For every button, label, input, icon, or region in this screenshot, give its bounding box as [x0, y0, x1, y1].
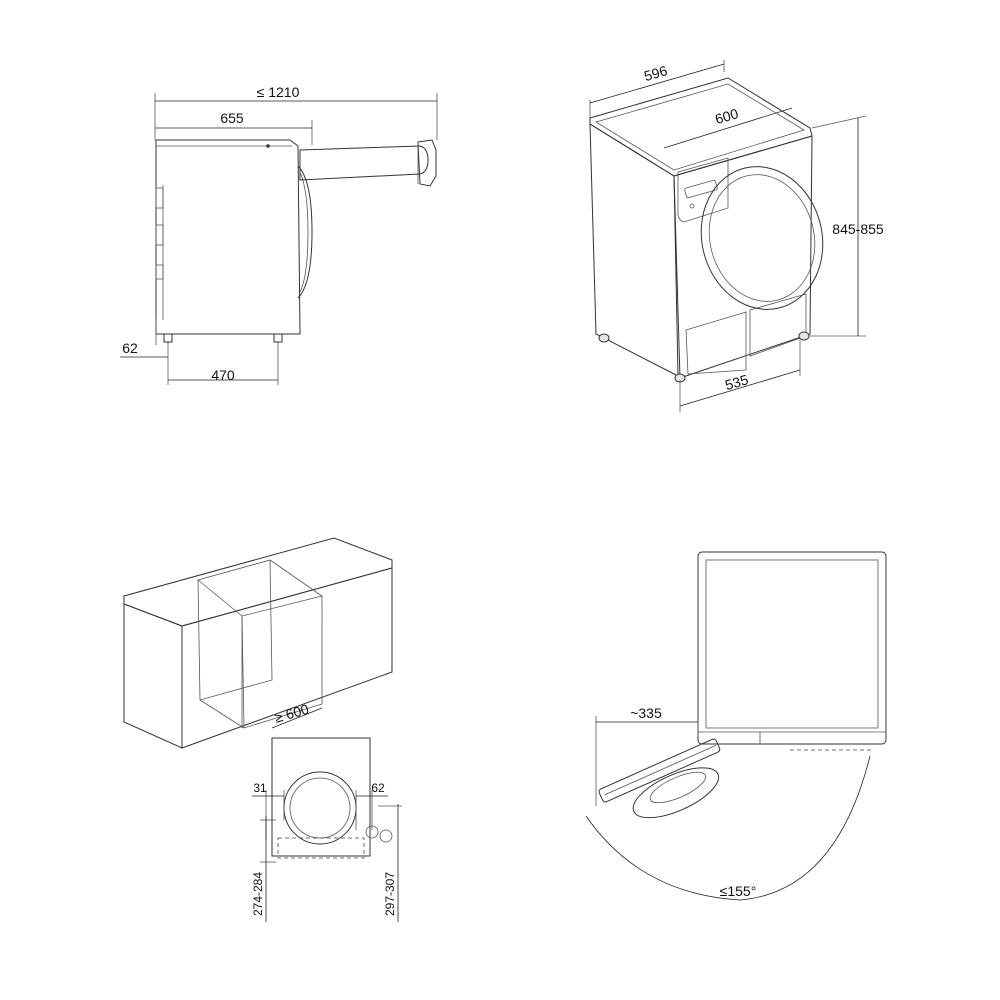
side-view: ≤ 1210 655 62 470 — [120, 84, 438, 385]
height-label: 845-855 — [832, 221, 884, 237]
door-profile — [297, 165, 313, 299]
open-door-plan — [598, 738, 721, 819]
socket-symbol — [379, 829, 393, 843]
front-porthole — [283, 771, 357, 845]
door-handle — [417, 139, 437, 187]
right-height-label: 297-307 — [383, 872, 397, 916]
foot-width-label: 535 — [723, 371, 750, 393]
dryer-plan-view — [697, 551, 887, 745]
rear-foot — [273, 333, 283, 343]
top-depth-dimension-line — [663, 107, 793, 149]
front-foot — [163, 333, 173, 343]
total-depth-label: ≤ 1210 — [257, 84, 300, 100]
dryer-side-body — [155, 139, 301, 335]
socket-symbol — [365, 825, 379, 839]
door-angle-arc — [585, 755, 871, 901]
control-display — [684, 179, 718, 199]
cabinet-front — [181, 567, 393, 749]
top-width-dimension-line — [589, 63, 725, 104]
niche-view: ≥ 600 31 62 274-284 297-307 — [123, 537, 402, 922]
left-offset-label: 31 — [253, 781, 267, 795]
body-depth-label: 655 — [220, 110, 244, 126]
door-swing-label: ~335 — [630, 705, 662, 721]
door-swing-view: ~335 ≤155° — [585, 551, 887, 901]
niche-depth-dimension-line — [271, 707, 323, 729]
dryer-front-elevation — [271, 737, 371, 857]
open-door-arm — [299, 145, 429, 181]
niche-back-wall — [197, 559, 273, 701]
right-offset-label: 62 — [371, 781, 385, 795]
door-angle-label: ≤155° — [720, 883, 757, 899]
countertop — [123, 537, 393, 627]
foot-offset-label: 62 — [122, 340, 138, 356]
foot-width-dimension-line — [679, 369, 801, 407]
top-width-label: 596 — [642, 62, 669, 84]
foot-spacing-label: 470 — [211, 367, 235, 383]
left-height-label: 274-284 — [251, 872, 265, 916]
dryer-front — [673, 135, 813, 379]
niche-depth-label: ≥ 600 — [273, 701, 311, 726]
iso-view: 596 600 845-855 535 — [589, 60, 884, 412]
cabinet-left — [123, 603, 183, 749]
door-porthole — [700, 166, 824, 310]
top-depth-label: 600 — [713, 105, 740, 127]
